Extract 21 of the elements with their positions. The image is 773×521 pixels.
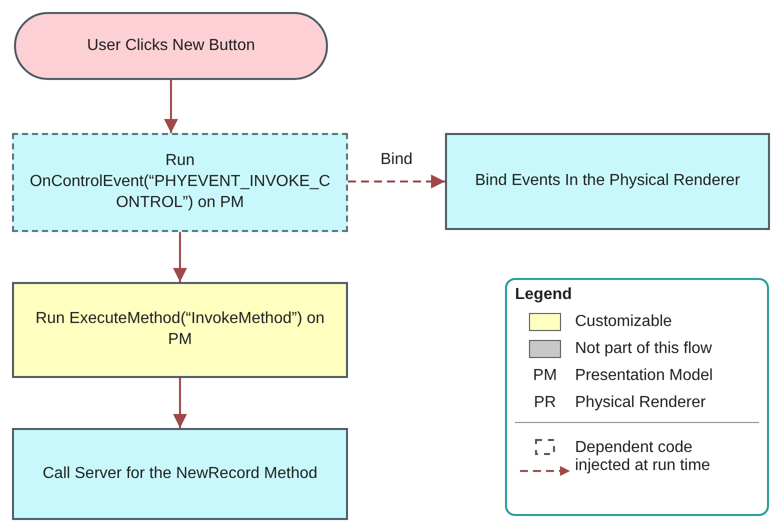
arrow: [173, 232, 187, 282]
process-box: [12, 133, 348, 232]
node-text: Run OnControlEvent(“PHYEVENT_INVOKE_CONTROL”) on PM: [28, 151, 332, 213]
process-box: [12, 282, 348, 378]
legend-text: Not part of this flow: [575, 340, 712, 358]
process-box: [445, 133, 770, 230]
legend-title: Legend: [515, 286, 573, 304]
node-text: Bind Events In the Physical Renderer: [474, 171, 740, 192]
abbreviation-meaning: Physical Renderer: [575, 394, 706, 412]
node-text: Call Server for the NewRecord Method: [42, 464, 318, 484]
legend-text: Dependent code injected at run time: [575, 439, 712, 475]
process-box: [12, 428, 348, 520]
legend-text: Customizable: [575, 312, 672, 330]
abbreviation: PM: [533, 366, 557, 384]
arrow: [348, 174, 445, 188]
arrow: [173, 378, 187, 428]
node-text: Run ExecuteMethod(“InvokeMethod”) on PM: [34, 309, 326, 350]
abbreviation-meaning: Presentation Model: [575, 366, 713, 384]
arrow: [164, 80, 178, 133]
node-text: User Clicks New Button: [86, 36, 256, 56]
abbreviation: PR: [534, 394, 556, 412]
